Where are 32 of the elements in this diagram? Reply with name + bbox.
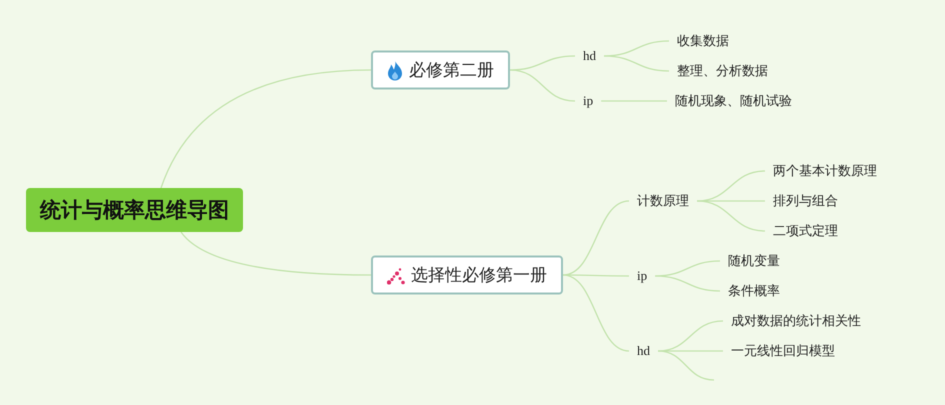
subtopic-text: 整理、分析数据 [669,60,776,82]
subtopic-text: 两个基本计数原理 [765,160,885,182]
subtopic-text: 排列与组合 [765,190,846,212]
connector-line [180,232,371,276]
subtopic-text: ip [575,91,602,111]
subtopic-text: 计数原理 [629,190,697,212]
subtopic-text: hd [629,341,658,361]
subtopic-text: hd [575,46,604,66]
connector-line [510,69,576,102]
connector-line [160,69,372,188]
topic-label: 必修第二册 [409,60,494,82]
connector-line [604,55,670,72]
connector-line [562,200,630,276]
branch-topic [371,50,510,90]
connector-line [696,200,766,232]
subtopic-text: 条件概率 [720,280,788,302]
root-topic: 统计与概率思维导图 [26,188,243,232]
connector-line [658,350,714,381]
subtopic-text: 成对数据的统计相关性 [723,310,869,332]
connector-line [655,275,720,292]
connector-line [601,100,667,102]
connector-line [658,320,724,352]
subtopic-text: ip [629,266,656,286]
topic-label: 选择性必修第一册 [411,264,547,286]
subtopic-text: 二项式定理 [765,220,846,242]
connector-line [696,170,766,202]
branch-topic [371,256,563,294]
subtopic-text: 随机变量 [720,250,788,272]
subtopic-text: 一元线性回归模型 [723,340,843,362]
connector-line [562,274,630,352]
subtopic-text: 随机现象、随机试验 [667,90,800,112]
subtopic-text: 收集数据 [669,30,737,52]
